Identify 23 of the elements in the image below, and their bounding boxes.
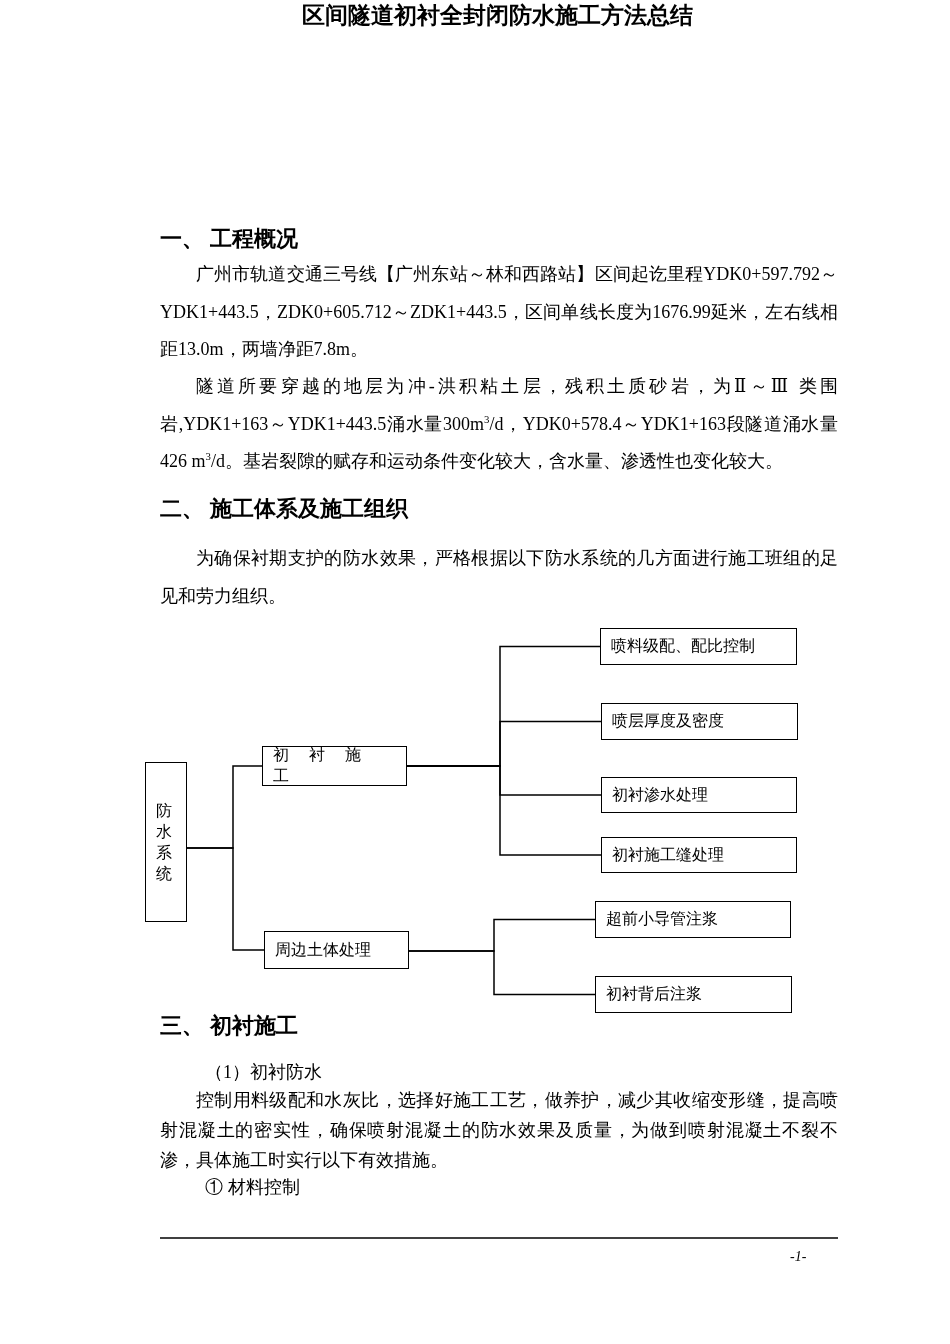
- text-box: 超前小导管注浆: [595, 901, 791, 938]
- paragraph: 为确保衬期支护的防水效果，严格根据以下防水系统的几方面进行施工班组的足见和劳力组织。: [160, 547, 838, 608]
- paragraph: 控制用料级配和水灰比，选择好施工工艺，做养护，减少其收缩变形缝，提高喷射混凝土的密实性，确保喷射混凝土的防水效果及质量，为做到喷射混凝土不裂不渗，具体施工时实行以下有效措施。: [160, 1089, 838, 1172]
- section-heading: 二、 施工体系及施工组织: [160, 495, 408, 523]
- connector-line: [406, 765, 602, 856]
- text-box: 初衬施工: [262, 746, 407, 786]
- text-box: 初衬背后注浆: [595, 976, 792, 1013]
- list-item: ① 材料控制: [205, 1176, 301, 1199]
- text-box: 防水系统: [145, 762, 187, 922]
- connector-line: [186, 847, 265, 951]
- section-heading: 一、 工程概况: [160, 225, 298, 253]
- text-box: 喷层厚度及密度: [601, 703, 798, 740]
- page-number: -1-: [790, 1249, 808, 1265]
- text-box: 初衬施工缝处理: [601, 837, 797, 873]
- paragraph: 隧道所要穿越的地层为冲-洪积粘土层，残积土质砂岩，为Ⅱ～Ⅲ 类围岩,YDK1+163～YDK1+443.5涌水量300m$^{3}$/d，YDK0+578.4～YDK1+163段隧道涌水量426 m$^{3}$/d。基岩裂隙的赋存和运动条件变化较大，含水量、渗透性也变化较大。: [160, 375, 838, 473]
- text-box: 周边土体处理: [264, 931, 409, 969]
- subheading: （1）初衬防水: [205, 1061, 323, 1084]
- document-title: 区间隧道初衬全封闭防水施工方法总结: [301, 2, 694, 30]
- paragraph: 广州市轨道交通三号线【广州东站～林和西路站】区间起讫里程YDK0+597.792～YDK1+443.5，ZDK0+605.712～ZDK1+443.5，区间单线长度为1676.99延米，左右线相距13.0m，两墙净距7.8m。: [160, 263, 838, 361]
- connector-line: [408, 950, 596, 996]
- text-box: 初衬渗水处理: [601, 777, 797, 813]
- section-heading: 三、 初衬施工: [160, 1012, 298, 1040]
- text-box: 喷料级配、配比控制: [600, 628, 797, 665]
